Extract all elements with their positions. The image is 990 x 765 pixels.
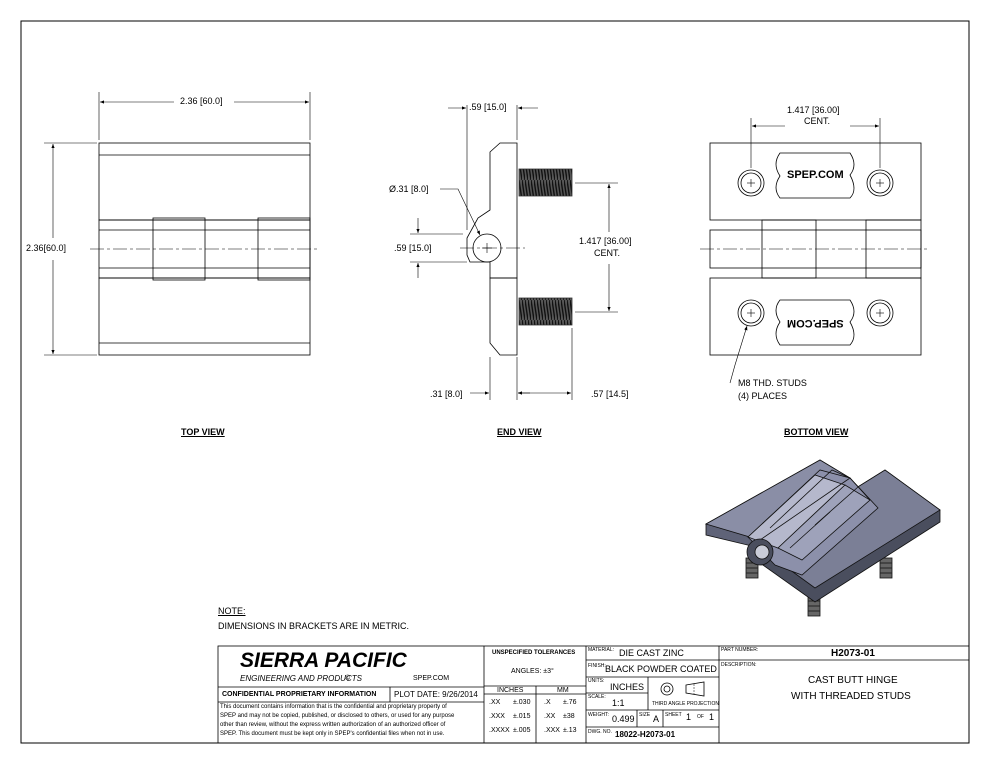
part-label: PART NUMBER: [721,647,759,653]
tol-row-2-a: .XXX [489,713,505,720]
logo-upper: SPEP.COM [787,169,844,181]
tol-row-1-b: ±.030 [513,699,531,706]
company-name: SIERRA PACIFIC [240,649,407,672]
tol-row-3-b: ±.005 [513,727,531,734]
size-label: SIZE [639,712,651,718]
disclaimer-line-1: This document contains information that … [220,704,447,710]
end-cent-dim: 1.417 [36.00] [579,236,632,246]
desc-line-1: CAST BUTT HINGE [808,675,898,686]
end-view [410,105,618,400]
tol-row-2-b: ±.015 [513,713,531,720]
tolerance-inches-header: INCHES [497,687,524,694]
studs-note: M8 THD. STUDS [738,378,807,388]
bot-cent-label: CENT. [804,116,831,126]
tol-row-2-c: .XX [544,713,556,720]
plot-date: PLOT DATE: 9/26/2014 [394,690,478,699]
note-text: DIMENSIONS IN BRACKETS ARE IN METRIC. [218,621,410,631]
top-view [44,92,320,356]
tolerance-angles: ANGLES: ±3° [511,668,554,675]
confidential-label: CONFIDENTIAL PROPRIETARY INFORMATION [222,691,377,698]
sheet-border [20,20,970,744]
tol-row-2-d: ±38 [563,713,575,720]
logo-lower: SPEP.COM [787,317,844,329]
desc-line-2: WITH THREADED STUDS [791,691,911,702]
end-side-dim: .59 [15.0] [394,243,432,253]
end-dia-dim: Ø.31 [8.0] [389,184,429,194]
top-width-dim: 2.36 [60.0] [180,96,223,106]
scale-value: 1:1 [612,698,625,708]
material-value: DIE CAST ZINC [619,648,684,658]
note-title: NOTE: [218,606,246,616]
desc-label: DESCRIPTION: [721,662,757,668]
end-bot-right-dim: .57 [14.5] [591,389,629,399]
disclaimer-line-2: SPEP and may not be copied, published, o… [220,713,455,719]
tol-row-1-c: .X [544,699,551,706]
end-view-title: END VIEW [497,427,542,437]
bottom-view [700,118,930,384]
size-value: A [653,714,660,724]
weight-value: 0.499 [612,714,635,724]
dwg-value: 18022-H2073-01 [615,730,676,739]
tol-row-3-a: .XXXX [489,727,510,734]
copyright-icon: © [345,675,351,682]
finish-label: FINISH: [588,663,606,669]
weight-label: WEIGHT: [588,712,609,718]
dwg-label: DWG. NO. [588,729,612,735]
finish-value: BLACK POWDER COATED [605,664,717,674]
isometric-view [704,459,941,617]
title-block [217,645,970,744]
company-subtitle: ENGINEERING AND PRODUCTS [240,674,362,683]
tol-row-3-d: ±.13 [563,727,577,734]
tolerance-mm-header: MM [557,687,569,694]
end-cent-label: CENT. [594,248,621,258]
studs-places: (4) PLACES [738,391,788,401]
end-bot-left-dim: .31 [8.0] [430,389,463,399]
scale-label: SCALE: [588,694,606,700]
end-top-dim: .59 [15.0] [469,102,507,112]
sheet-label: SHEET [665,712,682,718]
part-value: H2073-01 [831,648,875,659]
top-height-dim: 2.36[60.0] [26,243,67,253]
top-view-title: TOP VIEW [181,427,225,437]
tol-row-1-a: .XX [489,699,501,706]
disclaimer-line-4: SPEP. This document must be kept only in… [220,731,445,737]
bottom-view-title: BOTTOM VIEW [784,427,849,437]
company-website: SPEP.COM [413,675,450,682]
of-value: 1 [709,712,715,722]
material-label: MATERIAL: [588,647,615,653]
projection-label: THIRD ANGLE PROJECTION [652,701,719,707]
units-value: INCHES [610,682,645,692]
disclaimer-line-3: other than review, without the express w… [220,722,446,728]
sheet-value: 1 [686,712,692,722]
bot-cent-dim: 1.417 [36.00] [787,105,840,115]
tol-row-3-c: .XXX [544,727,560,734]
units-label: UNITS: [588,678,605,684]
tol-row-1-d: ±.76 [563,699,577,706]
of-label: OF [697,714,704,720]
tolerance-title: UNSPECIFIED TOLERANCES [492,650,576,656]
